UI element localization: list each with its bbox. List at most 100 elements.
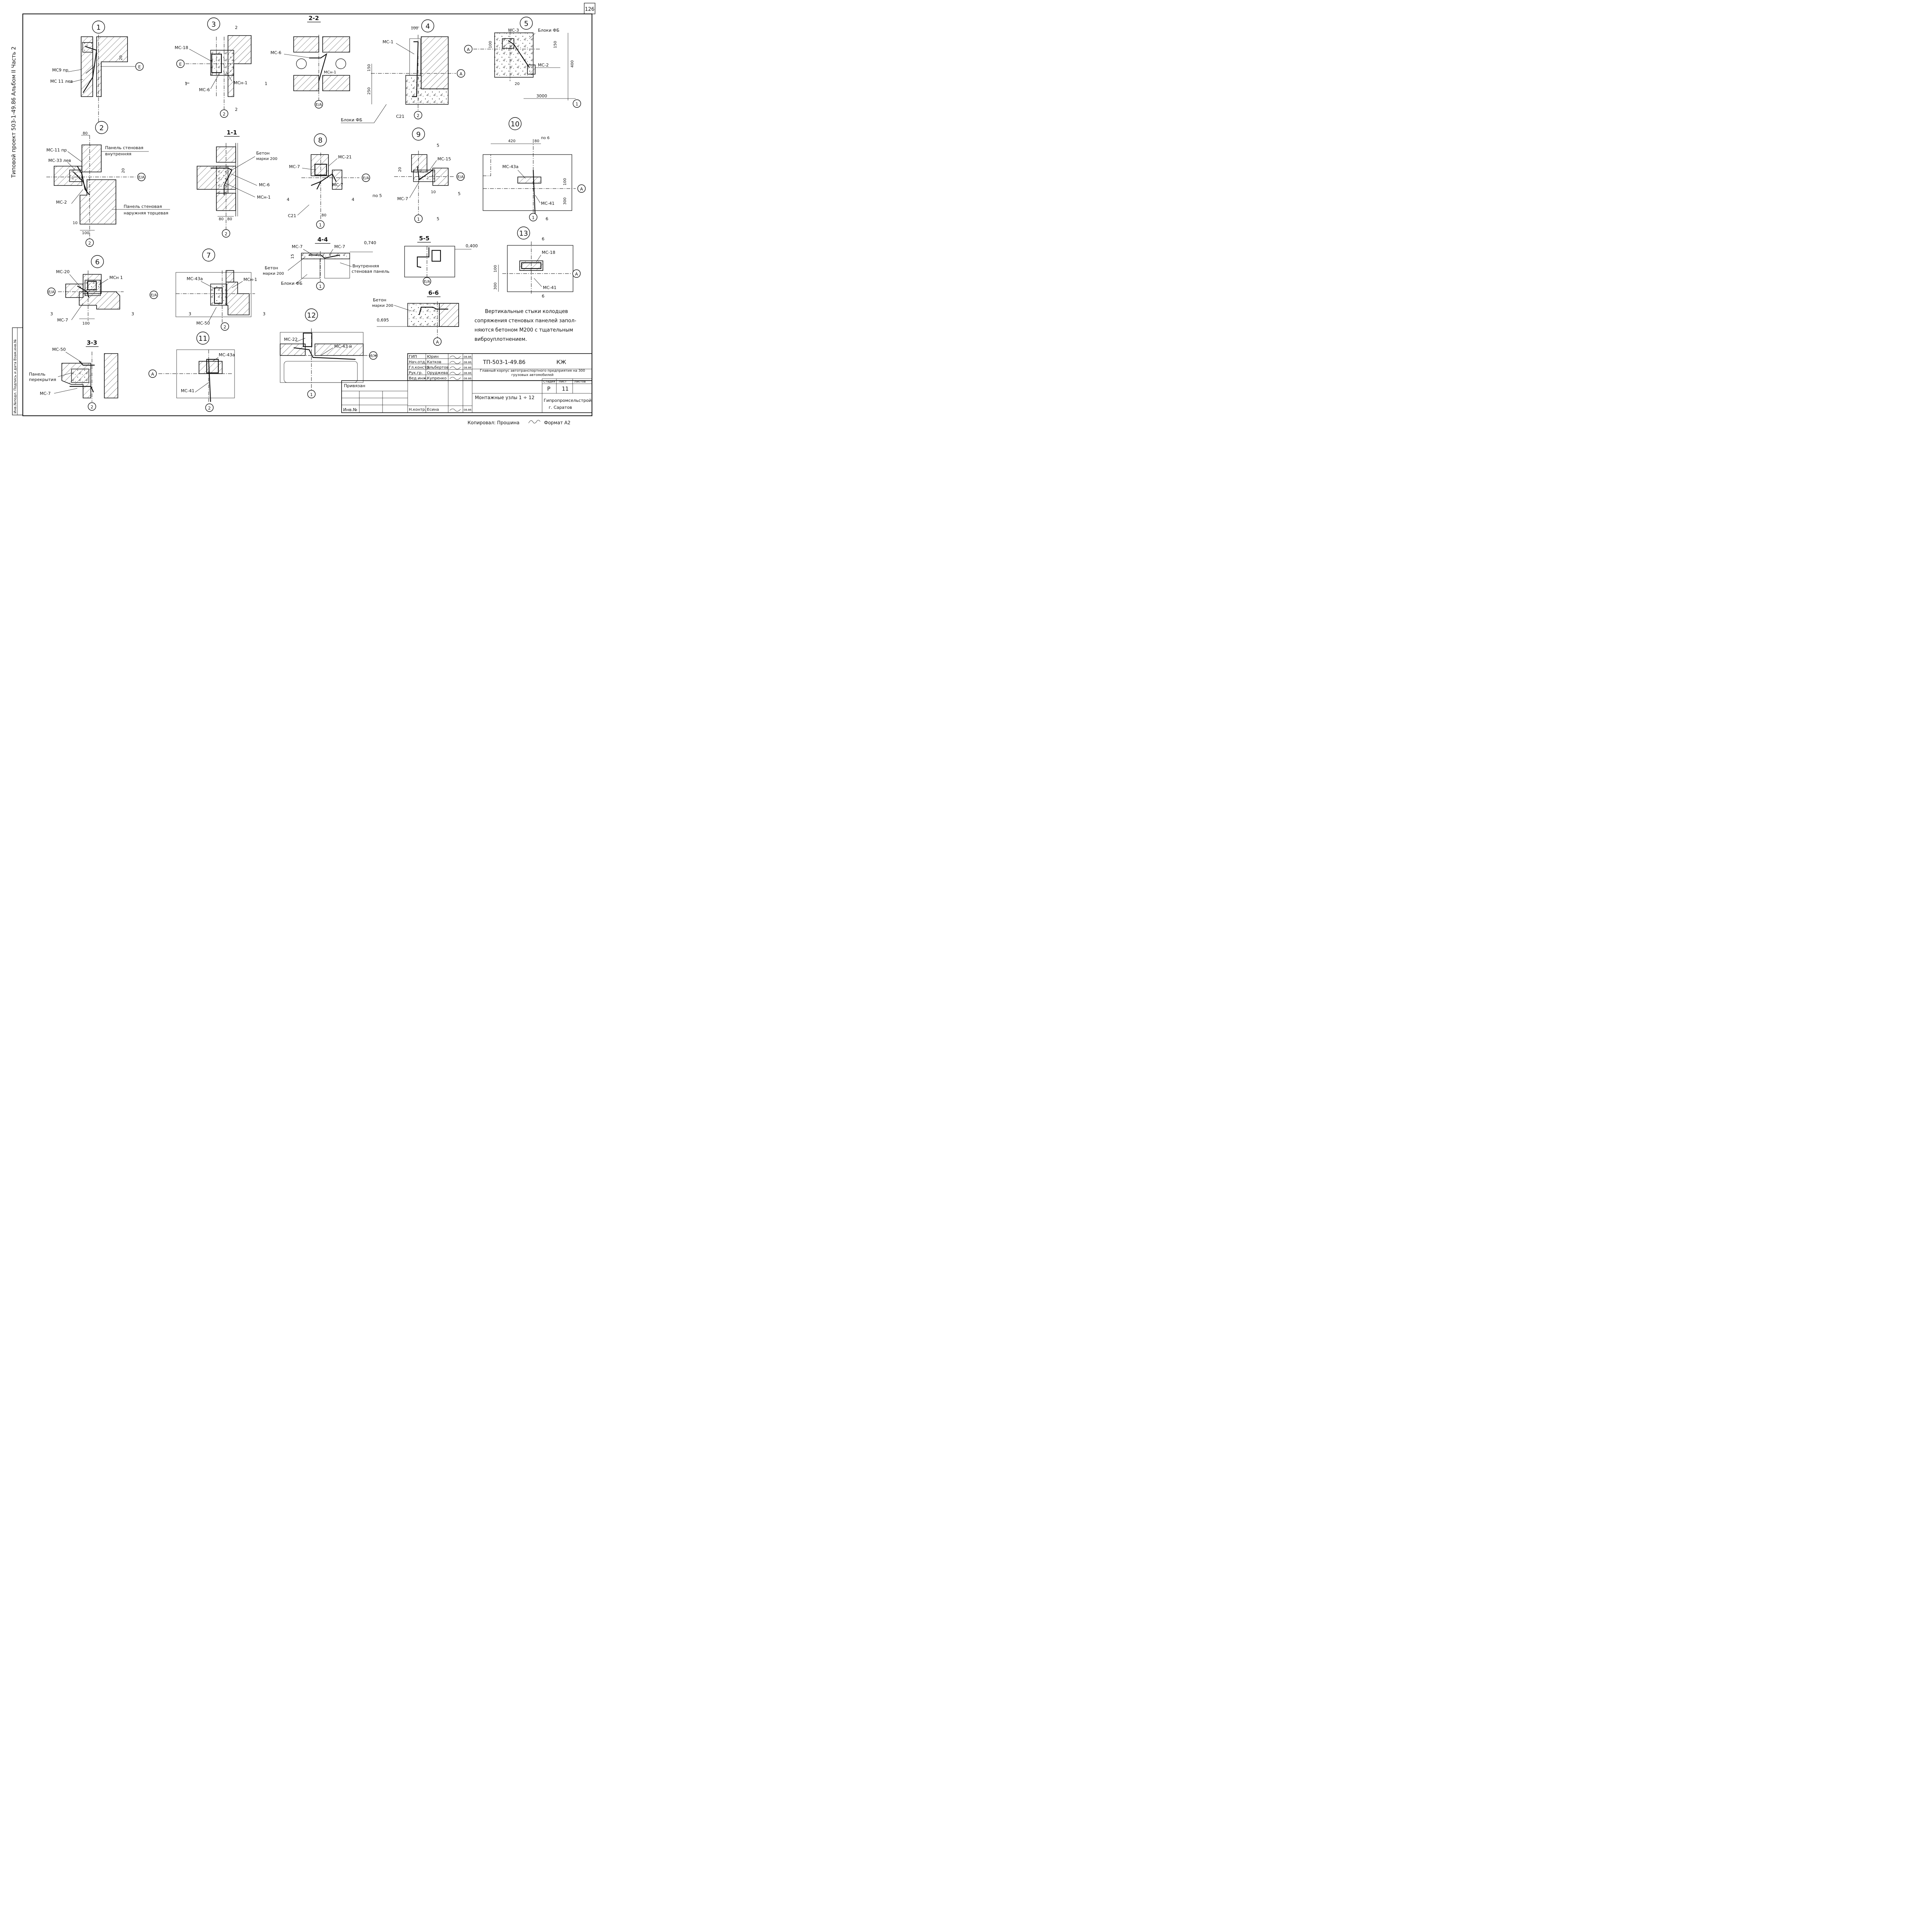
node-7-axis2: 2 [224,325,226,330]
side-stamp-text: Инв.№подл. Подпись и дата Взам.инв.№ [14,339,17,413]
node-4-axis2: 2 [417,113,420,118]
node-9-number: 9 [416,131,420,139]
section-6-6-label-grade: марки 200 [372,304,393,308]
node-4-label-blocks: Блоки ФБ [341,117,362,122]
node-10-axis2: 1 [532,215,535,220]
node-1-label-ms9: МС9 пр [52,68,68,73]
node-6-label-ms7: МС-7 [57,318,68,323]
tb-sheets-h: Листов [574,380,586,383]
node-11: 11 А 2 МС-43а МС-41 [148,332,235,412]
node-9-dim-10: 10 [431,190,436,194]
node-10-label-ms43a: МС-43а [502,164,519,169]
tb-stage: Р [547,386,550,392]
node-8: 8 Е/А 1 МС-7 МС-21 МС-7 С21 80 4 4 [287,133,370,229]
node-3-cut-right: 1 [265,81,267,86]
tb-mark: КЖ [556,359,566,366]
node-10-number: 10 [511,120,520,128]
tb-code: ТП-503-1-49.86 [483,359,526,366]
section-5-5: 5-5 0,400 Е/А [404,235,478,286]
node-3-label-msn1: МСн-1 [234,80,247,85]
node-7-label-ms43a: МС-43а [187,276,203,281]
node-10-marker [509,117,522,130]
section-2-2-axis: Е/А [316,103,322,107]
node-11-label-ms41: МС-41 [181,388,194,393]
node-2-label-panel-out: Панель стеновая [124,204,162,209]
section-4-4-label-wallpanel: стеновая панель [352,269,389,274]
node-10-ref-p6: по 6 [541,136,549,140]
node-3-axis2: 2 [223,112,226,117]
note-line-1: Вертикальные стыки колодцев [485,309,568,315]
node-2-label-ms33: МС-33 лев [48,158,71,163]
node-5-label-ms3: МС-3 [508,28,519,33]
section-6-6-label-concrete: Бетон [373,298,386,303]
node-10-dim-300: 300 [563,197,567,205]
node-9-dim-20: 20 [398,167,402,172]
node-2-dim-10: 10 [73,221,78,225]
section-6-6: 6-6 А Бетон марки 200 0,695 [372,289,459,346]
node-1-marker [92,20,105,34]
tb-name-4: Купренко [427,376,447,381]
drawing-sheet: 126 Типовой проект 503-1-49.86 Альбом II… [0,0,606,429]
section-6-6-level: 0,695 [377,318,389,323]
section-4-4-label-blocks: Блоки ФБ [281,281,303,286]
tb-inv: Инв.№ [343,407,357,412]
tb-drawing-name-box: Монтажные узлы 1 ÷ 12 [475,395,534,400]
section-3-3-title: 3-3 [87,339,97,346]
node-6-cut-right: 3 [131,311,134,316]
node-8-label-s21: С21 [288,213,296,218]
node-6-cut-left: 3 [50,311,53,316]
node-4-dim-150: 150 [367,64,371,71]
section-4-4-axis: 1 [319,284,322,289]
tb-name-0: Юрин [427,355,439,359]
node-7-label-ms50: МС-50 [196,321,210,326]
tb-date-5: 08.86 [464,408,472,412]
node-6-number: 6 [95,258,99,266]
tb-project-title-box: Главный корпус автотранспортного предпри… [480,369,585,377]
node-9-ref-p5: по 5 [372,193,382,198]
node-13-cut-bottom: 6 [542,294,544,299]
node-12-number: 12 [307,311,316,320]
section-1-1-dim-80b: 80 [227,217,232,221]
node-2-dim-20: 20 [121,168,126,173]
node-6-dim-100: 100 [82,321,90,326]
section-4-4-dim-15: 15 [291,254,295,259]
node-9-marker [412,128,425,141]
node-3-marker [207,17,220,31]
section-3-3: 3-3 2 МС-50 Панель перекрытия МС-7 [29,339,118,411]
node-1-dim: 20 [119,55,123,60]
section-4-4-label-ms7b: МС-7 [334,244,345,249]
title-block: Привязан Инв.№ ГИП Юрин 08.86 Нач.отд. К… [341,353,592,413]
node-13-marker [517,226,530,240]
node-13-axis: А [575,272,578,277]
section-1-1-axis: 2 [225,231,228,236]
node-4-number: 4 [425,22,430,31]
node-10-axis: А [580,187,583,192]
node-8-label-ms7b: МС-7 [332,182,343,187]
node-13-cut-top: 6 [542,236,544,242]
node-7-label-msn1: МСн-1 [243,277,257,282]
section-3-3-label-ms50: МС-50 [52,347,66,352]
tb-date-0: 08.86 [464,355,472,359]
section-5-5-title: 5-5 [419,235,429,242]
node-4: 4 А 2 МС-1 Блоки ФБ С21 100 150 250 [341,19,465,123]
node-2-label-ms11: МС-11 пр [46,148,67,153]
node-6: 6 Е/А МС-20 МСн 1 МС-7 100 3 3 [47,255,134,326]
tb-date-1: 08.86 [464,361,472,364]
section-3-3-label-ms7: МС-7 [40,391,51,396]
node-5-marker [520,17,533,30]
node-13: 13 А МС-18 МС-41 100 300 6 6 [493,226,581,299]
node-8-label-ms7a: МС-7 [289,164,300,169]
section-1-1-label-concrete: Бетон [256,151,270,156]
node-11-marker [196,332,209,345]
node-10-cut-bottom: 6 [546,216,548,221]
node-12-axis2: 1 [310,392,313,397]
node-5-axis2: 1 [576,102,578,107]
node-3-label-ms18: МС-18 [175,45,188,50]
section-4-4-label-ms7a: МС-7 [292,244,303,249]
section-1-1-label-msn1: МСн-1 [257,195,270,200]
node-1-label-ms11: МС 11 лев [50,79,73,84]
node-8-axis2: 1 [319,223,322,228]
node-13-dim-300: 300 [493,282,498,290]
node-2-axis: Е/А [138,175,145,180]
node-3-cut2-top: 2 [235,25,238,30]
